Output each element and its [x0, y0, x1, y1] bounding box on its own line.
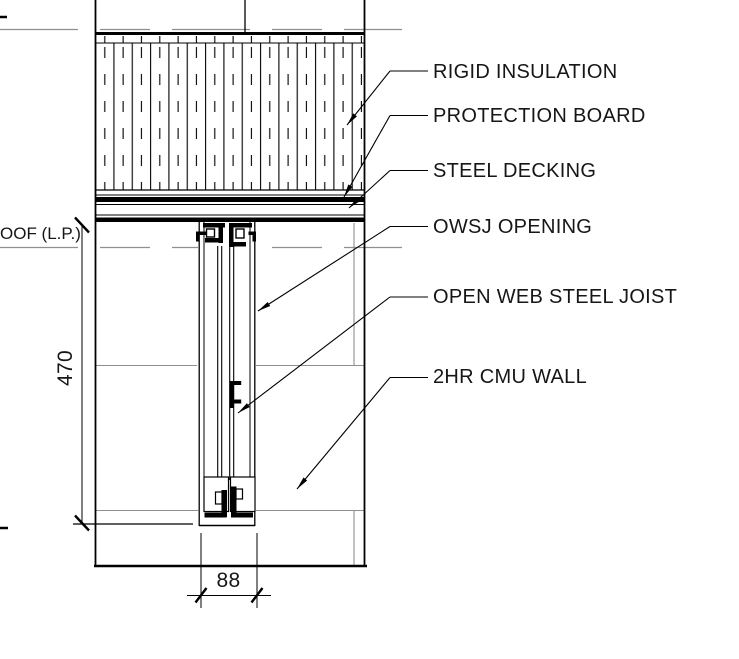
callout-rigid-insulation: RIGID INSULATION	[433, 61, 618, 83]
callout-open-web-steel-joist: OPEN WEB STEEL JOIST	[433, 286, 678, 308]
callout-2hr-cmu-wall: 2HR CMU WALL	[433, 366, 587, 388]
protection-board-band	[95, 197, 365, 202]
dimension-opening-width: 88	[216, 569, 241, 592]
roof-assembly-lines	[95, 32, 365, 222]
joist-seat	[196, 223, 256, 247]
callout-leaders	[237, 70, 428, 490]
callout-protection-board: PROTECTION BOARD	[433, 105, 646, 127]
owsj-opening-and-joist	[73, 222, 256, 527]
dimension-88-lines	[187, 533, 271, 608]
opening-jambs	[198, 222, 256, 526]
callout-owsj-opening: OWSJ OPENING	[433, 216, 593, 238]
dimension-470-lines	[74, 216, 90, 532]
cut-marks	[0, 15, 8, 530]
joist-web-lines	[217, 246, 235, 480]
dimension-opening-height: 470	[54, 350, 77, 386]
rigid-insulation-hatch	[95, 36, 365, 190]
joist-bottom-chord	[203, 476, 256, 518]
level-label-roof-lp: OOF (L.P.)	[0, 224, 81, 243]
callout-steel-decking: STEEL DECKING	[433, 160, 597, 182]
cmu-wall-outline	[94, 0, 367, 568]
cmu-joint-lines	[96, 223, 364, 565]
steel-decking-band	[95, 217, 365, 222]
joist-mid-clip	[229, 381, 242, 408]
